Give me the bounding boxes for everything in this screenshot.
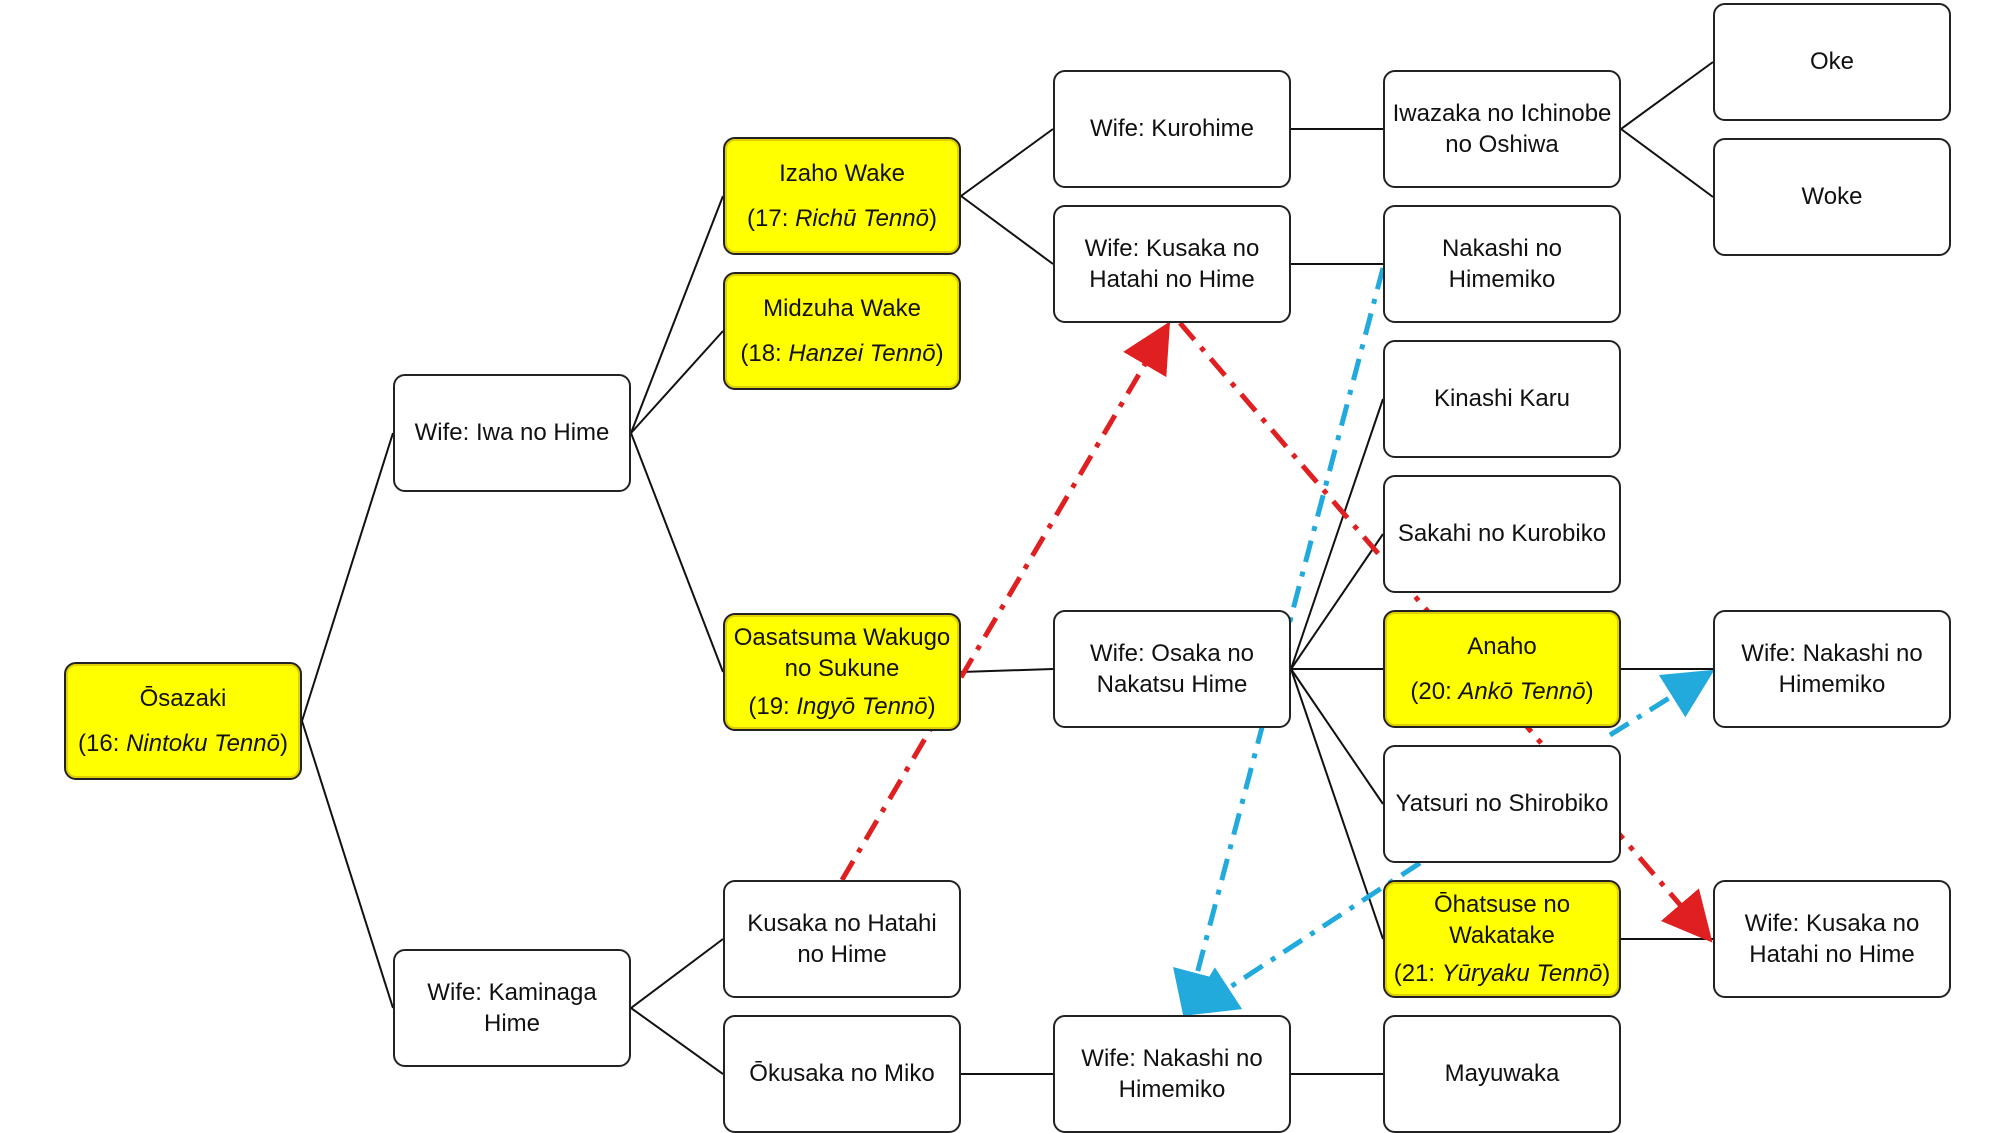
node-wife-kusaka: Wife: Kusaka no Hatahi no Hime	[1053, 205, 1291, 323]
link-osaka-sakahi	[1290, 533, 1384, 670]
node-name: Ōsazaki	[139, 684, 227, 712]
node-name: Sakahi no Kurobiko	[1397, 520, 1607, 548]
blue-arrow-to-anaho-wife	[1608, 669, 1715, 738]
node-name: Wife: Kaminaga Hime	[427, 978, 597, 1037]
node-name: Anaho	[1467, 632, 1537, 660]
node-okusaka-no-miko: Ōkusaka no Miko	[723, 1015, 961, 1133]
node-name: Wife: Iwa no Hime	[414, 419, 610, 447]
node-reign: (16: Nintoku Tennō)	[78, 730, 288, 757]
blue-arrow-yatsuri-to-wife	[1186, 860, 1422, 1016]
node-reign: (18: Hanzei Tennō)	[740, 340, 944, 367]
node-sakahi-no-kurobiko: Sakahi no Kurobiko	[1383, 475, 1621, 593]
node-yatsuri-no-shirobiko: Yatsuri no Shirobiko	[1383, 745, 1621, 863]
node-name: Wife: Kusaka no Hatahi no Hime	[1084, 234, 1260, 293]
link-osaka-kinashi	[1290, 398, 1384, 670]
node-wife-osaka: Wife: Osaka no Nakatsu Hime	[1053, 610, 1291, 728]
node-name: Woke	[1801, 183, 1863, 211]
link-kaminaga-kusaka	[630, 938, 724, 1009]
link-osazaki-kaminaga	[301, 720, 394, 1009]
node-name: Ōhatsuse no Wakatake	[1433, 891, 1571, 950]
node-name: Ōkusaka no Miko	[749, 1060, 935, 1088]
node-iwazaka: Iwazaka no Ichinobe no Oshiwa	[1383, 70, 1621, 188]
red-arrow-kusaka-to-wife	[839, 321, 1171, 882]
node-nakashi-no-himemiko: Nakashi no Himemiko	[1383, 205, 1621, 323]
node-reign: (21: Yūryaku Tennō)	[1393, 959, 1611, 987]
link-izaho-kurohime	[960, 128, 1054, 197]
link-izaho-kusaka2	[960, 195, 1054, 265]
node-wife-kusaka-ohatsuse: Wife: Kusaka no Hatahi no Hime	[1713, 880, 1951, 998]
node-reign: (20: Ankō Tennō)	[1410, 678, 1594, 705]
node-reign: (19: Ingyō Tennō)	[748, 692, 936, 720]
node-wife-kurohime: Wife: Kurohime	[1053, 70, 1291, 188]
node-name: Midzuha Wake	[763, 294, 921, 322]
node-woke: Woke	[1713, 138, 1951, 256]
link-osaka-yatsuri	[1290, 668, 1384, 805]
node-oasatsuma: Oasatsuma Wakugo no Sukune (19: Ingyō Te…	[723, 613, 961, 731]
node-name: Oasatsuma Wakugo no Sukune	[733, 624, 951, 683]
node-name: Kusaka no Hatahi no Hime	[747, 909, 937, 968]
node-name: Kinashi Karu	[1433, 385, 1571, 413]
node-name: Wife: Kurohime	[1089, 115, 1255, 143]
node-name: Yatsuri no Shirobiko	[1395, 790, 1609, 818]
node-kaminaga-hime: Wife: Kaminaga Hime	[393, 949, 631, 1067]
node-kinashi-karu: Kinashi Karu	[1383, 340, 1621, 458]
link-iwazaka-woke	[1620, 128, 1714, 198]
link-iwa-izaho	[630, 195, 724, 434]
link-iwazaka-oke	[1620, 61, 1714, 130]
node-kusaka-no-hatahi: Kusaka no Hatahi no Hime	[723, 880, 961, 998]
node-name: Iwazaka no Ichinobe no Oshiwa	[1392, 99, 1612, 158]
link-iwa-oasatsuma	[630, 432, 724, 673]
node-name: Izaho Wake	[779, 159, 905, 187]
node-ohatsuse: Ōhatsuse no Wakatake (21: Yūryaku Tennō)	[1383, 880, 1621, 998]
node-name: Nakashi no Himemiko	[1441, 234, 1563, 293]
link-iwa-midzuha	[630, 330, 724, 434]
link-osaka-ohatsuse	[1290, 668, 1384, 940]
node-wife-nakashi-anaho: Wife: Nakashi no Himemiko	[1713, 610, 1951, 728]
link-osazaki-iwa	[301, 432, 394, 722]
link-oasatsuma-osaka	[960, 668, 1054, 673]
node-mayuwaka: Mayuwaka	[1383, 1015, 1621, 1133]
link-kaminaga-okusaka	[630, 1007, 724, 1075]
node-name: Wife: Nakashi no Himemiko	[1081, 1044, 1263, 1103]
node-name: Wife: Osaka no Nakatsu Hime	[1089, 639, 1255, 698]
node-name: Wife: Kusaka no Hatahi no Hime	[1744, 909, 1920, 968]
node-anaho: Anaho (20: Ankō Tennō)	[1383, 610, 1621, 728]
node-midzuha-wake: Midzuha Wake (18: Hanzei Tennō)	[723, 272, 961, 390]
node-osazaki: Ōsazaki (16: Nintoku Tennō)	[64, 662, 302, 780]
node-izaho-wake: Izaho Wake (17: Richū Tennō)	[723, 137, 961, 255]
node-oke: Oke	[1713, 3, 1951, 121]
node-name: Oke	[1809, 48, 1854, 76]
node-reign: (17: Richū Tennō)	[747, 205, 937, 232]
node-name: Mayuwaka	[1444, 1060, 1560, 1088]
node-name: Wife: Nakashi no Himemiko	[1741, 639, 1923, 698]
node-wife-nakashi: Wife: Nakashi no Himemiko	[1053, 1015, 1291, 1133]
node-iwa-no-hime: Wife: Iwa no Hime	[393, 374, 631, 492]
